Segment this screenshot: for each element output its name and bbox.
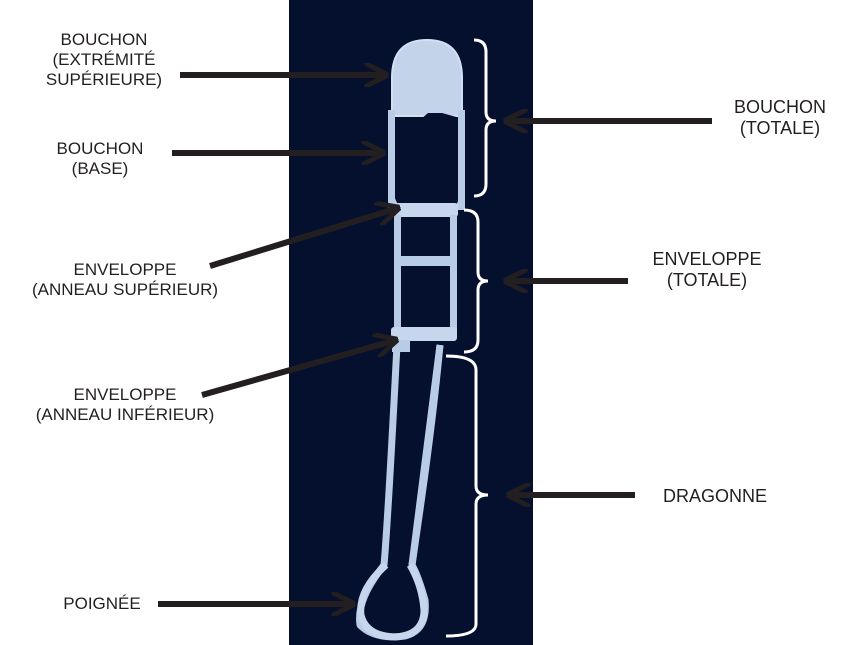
sleeve-rail-right (450, 215, 457, 337)
brace-sleeve (464, 210, 488, 352)
label-cap-total: BOUCHON (TOTALE) (716, 97, 844, 139)
device-illustration (360, 40, 466, 637)
right-arrows (506, 121, 712, 495)
label-handle: POIGNÉE (48, 594, 156, 614)
strap-inner (412, 345, 440, 565)
middle-bar (396, 256, 454, 266)
lower-ring (391, 327, 457, 341)
strap (360, 345, 441, 637)
cap-dome (392, 40, 462, 116)
brace-cap (474, 40, 496, 196)
cap-window (394, 113, 460, 195)
sleeve-rail-left (394, 215, 401, 337)
upper-ring (392, 203, 458, 217)
label-cap-top: BOUCHON (EXTRÉMITÉ SUPÉRIEURE) (28, 30, 180, 90)
label-sleeve-total: ENVELOPPE (TOTALE) (630, 249, 784, 291)
label-cap-base: BOUCHON (BASE) (30, 139, 170, 179)
label-sleeve-upper-ring: ENVELOPPE (ANNEAU SUPÉRIEUR) (0, 260, 250, 300)
handle-loop (361, 565, 424, 637)
brace-strap (446, 356, 488, 636)
left-arrows (158, 75, 398, 604)
arrow-sleeve-upper (210, 208, 398, 266)
label-sleeve-lower-ring: ENVELOPPE (ANNEAU INFÉRIEUR) (0, 385, 250, 425)
label-strap: DRAGONNE (636, 486, 794, 507)
